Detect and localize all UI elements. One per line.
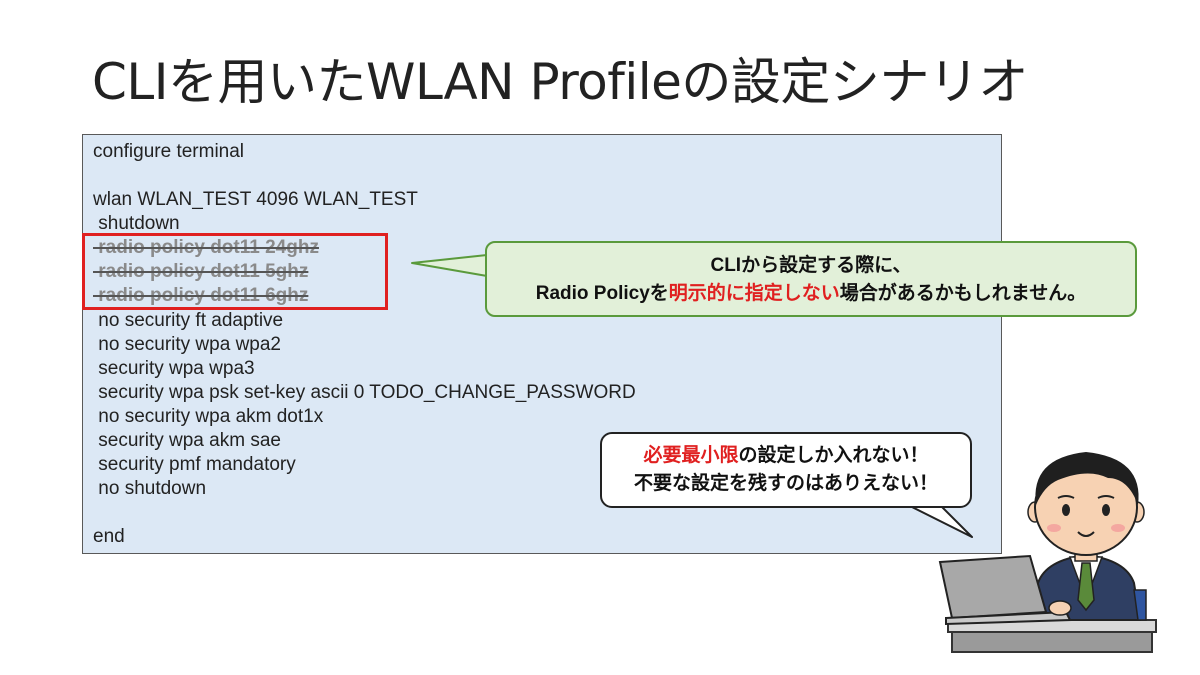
- code-line: security wpa wpa3: [93, 358, 255, 379]
- code-line: end: [93, 526, 125, 547]
- callout-text: 場合があるかもしれません。: [839, 283, 1087, 304]
- speech-emphasis: 必要最小限: [643, 445, 739, 466]
- speech-bubble: 必要最小限の設定しか入れない！ 不要な設定を残すのはありえない！: [600, 432, 972, 508]
- callout-emphasis: 明示的に指定しない: [668, 283, 840, 304]
- code-line: no security wpa wpa2: [93, 334, 281, 355]
- callout-line-2: Radio Policyを明示的に指定しない場合があるかもしれません。: [487, 280, 1135, 308]
- code-line-struck: radio policy dot11 5ghz: [93, 261, 309, 282]
- code-line: security pmf mandatory: [93, 454, 296, 475]
- radio-policy-callout: CLIから設定する際に、 Radio Policyを明示的に指定しない場合がある…: [485, 241, 1137, 317]
- code-line-struck: radio policy dot11 24ghz: [93, 237, 319, 258]
- code-line-struck: radio policy dot11 6ghz: [93, 285, 309, 306]
- callout-line-1: CLIから設定する際に、: [710, 255, 912, 276]
- code-line: no shutdown: [93, 478, 207, 499]
- code-line: no security wpa akm dot1x: [93, 406, 324, 427]
- code-line: shutdown: [93, 213, 180, 234]
- code-line: security wpa akm sae: [93, 430, 281, 451]
- code-line: no security ft adaptive: [93, 310, 284, 331]
- code-line: configure terminal: [93, 141, 245, 162]
- radio-policy-highlight-frame: [82, 233, 388, 310]
- code-line: security wpa psk set-key ascii 0 TODO_CH…: [93, 382, 636, 403]
- speech-text: の設定しか入れない！: [738, 445, 929, 466]
- speech-line-1: 必要最小限の設定しか入れない！: [602, 442, 970, 470]
- page-title: CLIを用いたWLAN Profileの設定シナリオ: [92, 53, 1028, 111]
- speech-line-2: 不要な設定を残すのはありえない！: [633, 473, 938, 494]
- callout-text: Radio Policyを: [535, 283, 669, 304]
- code-line: wlan WLAN_TEST 4096 WLAN_TEST: [93, 189, 418, 210]
